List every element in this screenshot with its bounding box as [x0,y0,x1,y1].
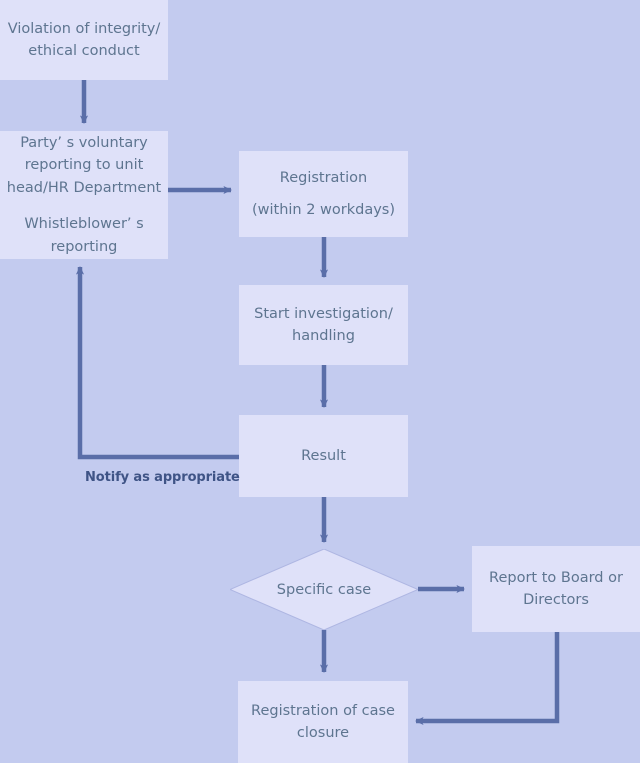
node-violation-line-2: ethical conduct [28,43,140,59]
node-reporting-line-3: head/HR Department [6,179,162,196]
node-report-board-line-1: Report to Board or [489,569,623,586]
edge-result-to-reporting [75,265,239,460]
node-case-closure[interactable]: Registration of case closure [238,681,408,763]
node-reporting-paragraph-voluntary: Party’ s voluntary reporting to unit hea… [7,132,161,199]
node-reporting-paragraph-whistleblower: Whistleblower’ s reporting [24,213,143,258]
node-specific-case[interactable]: Specific case [230,549,418,630]
node-registration-line-2: (within 2 workdays) [251,202,396,218]
node-report-board-line-2: Directors [523,592,589,608]
diamond-shape [230,549,418,630]
node-violation-line-1: Violation of integrity/ [7,20,161,37]
node-violation[interactable]: Violation of integrity/ ethical conduct [0,0,168,80]
node-registration-line-1: Registration [279,169,368,186]
node-registration[interactable]: Registration (within 2 workdays) [239,151,408,237]
node-result-line-1: Result [301,447,346,464]
edge-report-board-to-case-closure [414,632,560,726]
node-reporting-line-4: Whistleblower’ s [24,216,144,233]
edge-label-notify-as-appropriate: Notify as appropriate [85,470,240,485]
node-specific-case-label: Specific case [276,581,372,598]
node-reporting-line-2: reporting to unit [24,157,144,174]
node-case-closure-line-2: closure [296,725,350,741]
node-investigation[interactable]: Start investigation/ handling [239,285,408,365]
node-result[interactable]: Result [239,415,408,497]
node-reporting[interactable]: Party’ s voluntary reporting to unit hea… [0,131,168,259]
node-investigation-line-2: handling [292,328,355,344]
node-case-closure-line-1: Registration of case [251,702,395,719]
node-reporting-line-1: Party’ s voluntary [20,134,148,151]
node-reporting-line-5: reporting [50,238,118,255]
node-investigation-line-1: Start investigation/ [254,305,393,322]
node-report-board[interactable]: Report to Board or Directors [472,546,640,632]
